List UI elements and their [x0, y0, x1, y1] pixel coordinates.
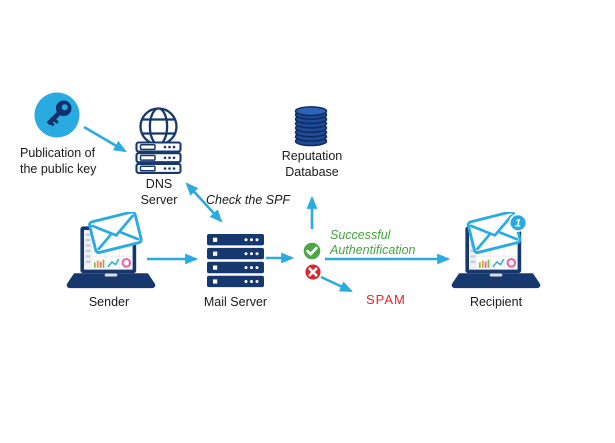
reputation-label-line2: Database — [285, 164, 339, 179]
mail-server-node — [207, 234, 264, 293]
success-badge — [302, 241, 322, 266]
sender-node — [66, 210, 156, 298]
database-icon — [294, 106, 328, 147]
publication-label-line2: the public key — [20, 161, 97, 176]
success-label: Successful Authentification — [330, 228, 415, 257]
x-circle-icon — [304, 263, 322, 281]
globe-server-icon — [135, 107, 182, 174]
dns-label-line2: Server — [140, 192, 178, 207]
key-icon — [34, 92, 80, 138]
success-label-line1: Successful — [330, 228, 391, 242]
check-circle-icon — [302, 241, 322, 261]
dns-label-line1: DNS — [145, 177, 173, 191]
mail-envelope-icon — [88, 210, 143, 254]
server-stack-icon — [207, 234, 264, 288]
mail-envelope-icon — [466, 210, 522, 254]
publication-node — [34, 92, 80, 143]
spam-badge — [304, 263, 322, 286]
recipient-label: Recipient — [469, 295, 523, 309]
notification-badge: 1 — [508, 213, 528, 232]
dns-server-label: DNS Server — [125, 177, 193, 208]
recipient-node: 1 — [451, 210, 541, 298]
notification-badge-count: 1 — [515, 218, 521, 230]
laptop-mail-icon — [66, 210, 156, 289]
success-label-line2: Authentification — [330, 242, 416, 257]
mail-server-label: Mail Server — [203, 295, 268, 309]
spam-label: SPAM — [366, 292, 406, 307]
reputation-database-node — [292, 105, 330, 152]
dns-server-node — [135, 106, 182, 179]
laptop-mail-badge-icon: 1 — [451, 210, 541, 289]
reputation-label-line1: Reputation — [281, 149, 343, 163]
check-spf-label: Check the SPF — [206, 193, 291, 207]
sender-label: Sender — [88, 295, 130, 309]
publication-label-line1: Publication of — [20, 146, 96, 160]
reputation-database-label: Reputation Database — [266, 149, 358, 180]
arrow-to-spam — [320, 275, 353, 293]
publication-label: Publication of the public key — [20, 146, 96, 177]
